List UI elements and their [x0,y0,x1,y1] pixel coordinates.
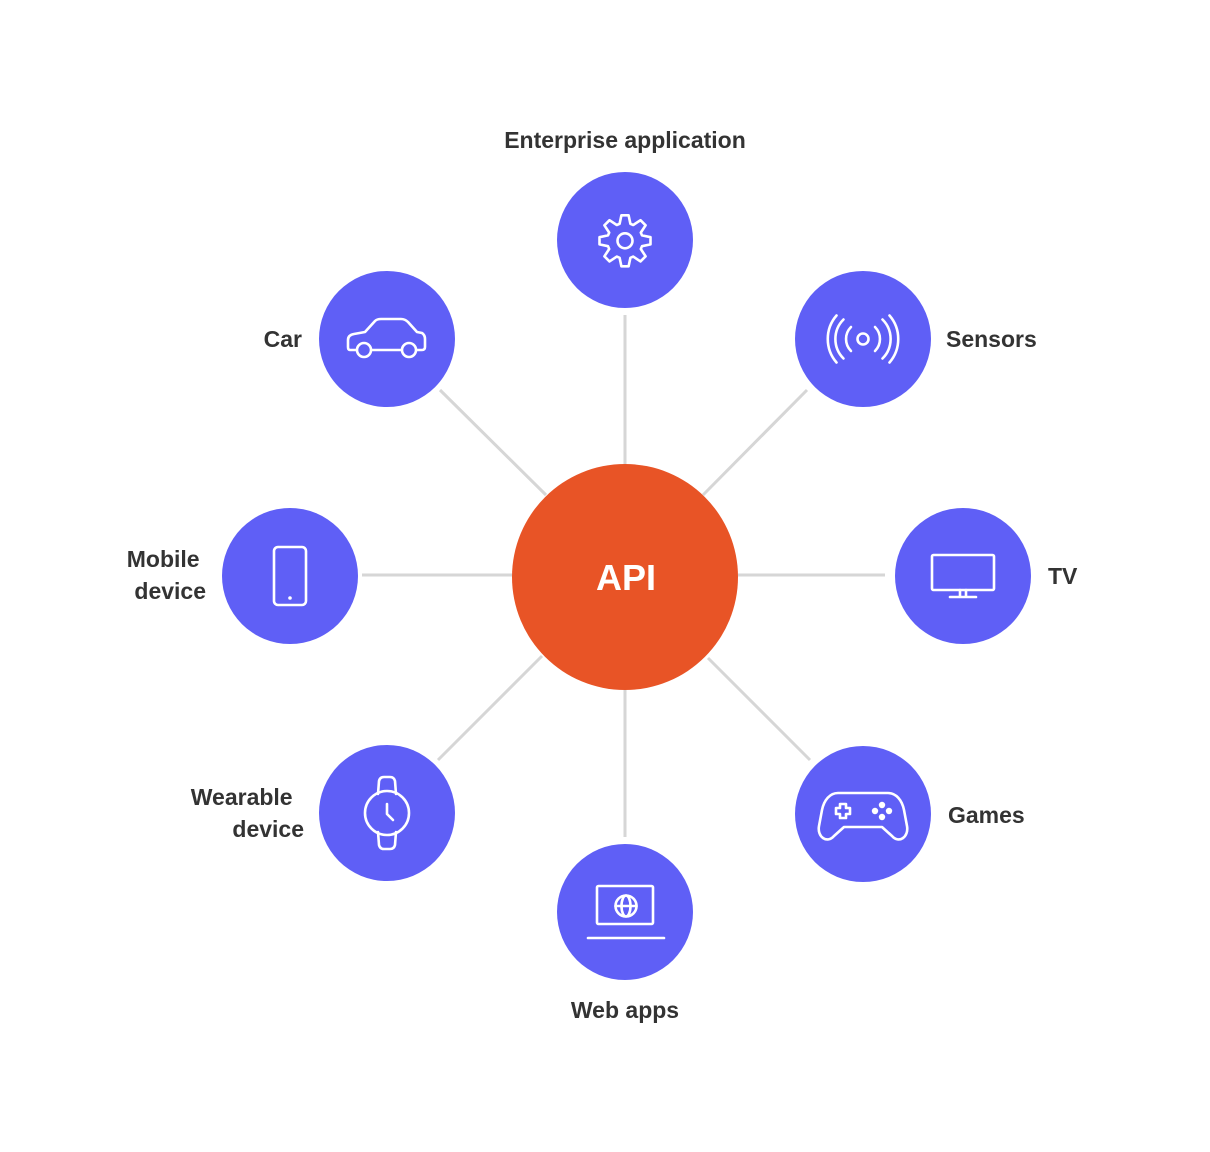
connector-car [438,388,548,497]
node-circle [795,746,931,882]
node-tv: TV [895,508,1078,644]
node-label: Web apps [571,997,679,1023]
node-label: Mobile device [127,546,206,604]
wireless-signal-icon [826,314,900,364]
api-hub: API [512,464,738,690]
node-circle [319,271,455,407]
connector-wearable [436,654,544,762]
node-mobile-device: Mobile device [127,508,358,644]
watch-icon [363,775,411,851]
node-games: Games [795,746,1025,882]
car-icon [346,317,427,359]
smartphone-icon [272,545,308,607]
node-wearable-device: Wearable device [191,745,455,881]
connector-sensors [701,388,809,497]
node-label: TV [1048,563,1078,589]
gear-icon [598,214,652,268]
connectors [362,315,885,837]
node-car: Car [264,271,455,407]
node-label: Enterprise application [504,127,746,153]
connector-games [706,656,812,762]
node-sensors: Sensors [795,271,1037,407]
node-label: Sensors [946,326,1037,352]
laptop-globe-icon [586,884,666,940]
node-label: Car [264,326,302,352]
node-circle [557,844,693,980]
tv-icon [930,553,996,599]
node-circle [795,271,931,407]
gamepad-icon [817,791,909,841]
node-label: Games [948,802,1025,828]
node-circle [895,508,1031,644]
node-label: Wearable device [191,784,304,842]
api-hub-circle [512,464,738,690]
node-circle [557,172,693,308]
node-web-apps: Web apps [557,844,693,1023]
node-circle [222,508,358,644]
node-enterprise-application: Enterprise application [504,127,746,308]
api-hub-label: API [596,557,656,598]
